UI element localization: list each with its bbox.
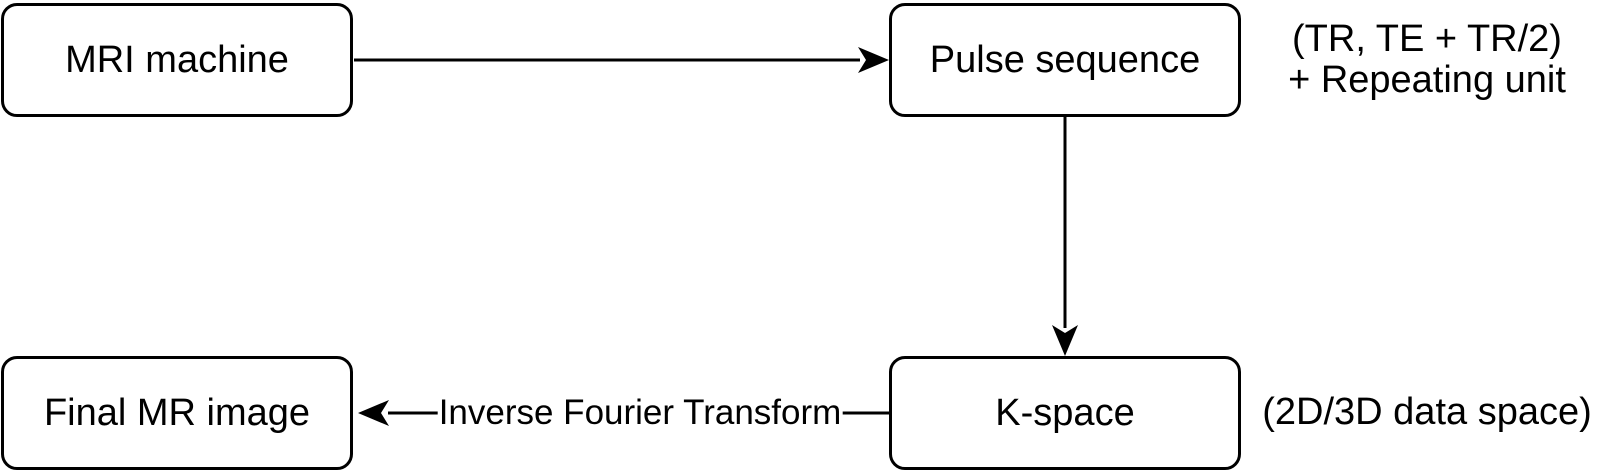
pulse-annotation-line2: + Repeating unit <box>1288 59 1566 101</box>
arrowhead-left-icon <box>358 400 389 426</box>
node-k-space: K-space <box>889 356 1241 470</box>
node-pulse-sequence-label: Pulse sequence <box>929 38 1201 81</box>
inverse-fourier-transform-label: Inverse Fourier Transform <box>437 393 843 433</box>
node-final-mr-image: Final MR image <box>1 356 353 470</box>
k-space-annotation: (2D/3D data space) <box>1254 356 1600 470</box>
arrow-mri-to-pulse <box>354 47 889 73</box>
arrow-pulse-to-kspace <box>1052 117 1078 356</box>
arrowhead-down-icon <box>1052 325 1078 356</box>
node-pulse-sequence: Pulse sequence <box>889 3 1241 117</box>
arrowhead-right-icon <box>858 47 889 73</box>
pulse-annotation-line1: (TR, TE + TR/2) <box>1292 17 1562 60</box>
pulse-sequence-annotation: (TR, TE + TR/2) + Repeating unit <box>1254 3 1600 117</box>
k-space-annotation-text: (2D/3D data space) <box>1262 391 1592 434</box>
node-mri-machine: MRI machine <box>1 3 353 117</box>
node-k-space-label: K-space <box>995 391 1135 434</box>
node-mri-machine-label: MRI machine <box>65 38 289 81</box>
node-final-mr-image-label: Final MR image <box>43 391 311 434</box>
